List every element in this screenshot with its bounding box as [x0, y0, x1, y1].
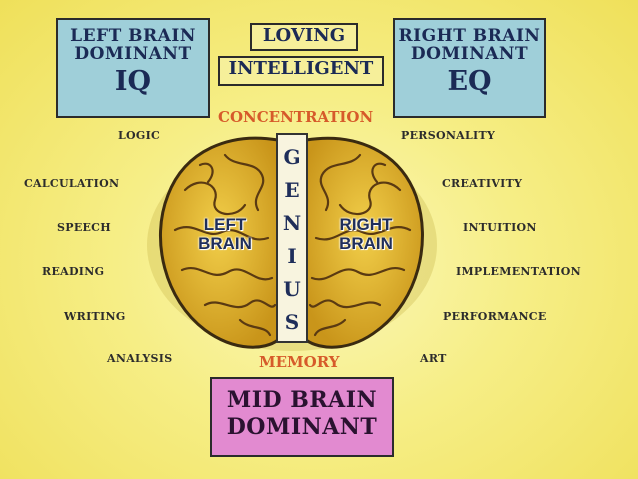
genius-letter: E — [284, 178, 300, 202]
genius-column: G E N I U S — [276, 133, 308, 343]
right-brain-label-line2: BRAIN — [339, 233, 393, 253]
brain-folds — [173, 153, 412, 337]
trait-performance: PERFORMANCE — [443, 310, 547, 323]
mid-box-line2: DOMINANT — [226, 414, 378, 441]
mid-box-line1: MID BRAIN — [226, 387, 378, 413]
right-box-line2: DOMINANT — [410, 43, 529, 64]
intelligent-label: INTELLIGENT — [228, 58, 374, 79]
trait-intuition: INTUITION — [463, 221, 537, 234]
trait-analysis: ANALYSIS — [107, 352, 173, 365]
loving-box: LOVING — [250, 23, 358, 51]
trait-reading: READING — [42, 265, 105, 278]
intelligent-box: INTELLIGENT — [218, 56, 384, 86]
trait-writing: WRITING — [64, 310, 126, 323]
trait-creativity: CREATIVITY — [442, 177, 523, 190]
left-brain-label-line2: BRAIN — [198, 233, 252, 253]
right-box-line1: RIGHT BRAIN — [398, 26, 541, 46]
right-brain-label-line1: RIGHT — [339, 215, 393, 234]
genius-letter: N — [282, 211, 302, 235]
memory-label: MEMORY — [259, 353, 340, 371]
genius-letter: I — [287, 244, 297, 268]
genius-letter: U — [283, 277, 301, 301]
left-hemisphere — [159, 136, 280, 349]
genius-letter: S — [284, 310, 300, 334]
loving-label: LOVING — [262, 25, 346, 46]
left-box-line2: DOMINANT — [74, 43, 192, 64]
left-brain-label-line1: LEFT — [203, 215, 247, 234]
left-brain-dominant-box: LEFT BRAIN DOMINANT IQ — [56, 18, 210, 118]
trait-speech: SPEECH — [57, 221, 111, 234]
trait-logic: LOGIC — [118, 129, 161, 142]
trait-calculation: CALCULATION — [24, 177, 120, 190]
left-brain-label: LEFT BRAIN — [180, 215, 270, 253]
right-brain-dominant-box: RIGHT BRAIN DOMINANT EQ — [393, 18, 546, 118]
concentration-label: CONCENTRATION — [218, 108, 374, 126]
mid-brain-dominant-box: MID BRAIN DOMINANT — [210, 377, 394, 457]
right-box-abbr: EQ — [447, 65, 492, 97]
trait-personality: PERSONALITY — [401, 129, 496, 142]
trait-implementation: IMPLEMENTATION — [456, 265, 582, 278]
right-hemisphere — [304, 136, 424, 349]
trait-art: ART — [420, 352, 447, 365]
left-box-line1: LEFT BRAIN — [70, 26, 196, 46]
right-brain-label: RIGHT BRAIN — [318, 215, 414, 253]
left-box-abbr: IQ — [114, 65, 152, 97]
genius-letter: G — [283, 145, 301, 169]
